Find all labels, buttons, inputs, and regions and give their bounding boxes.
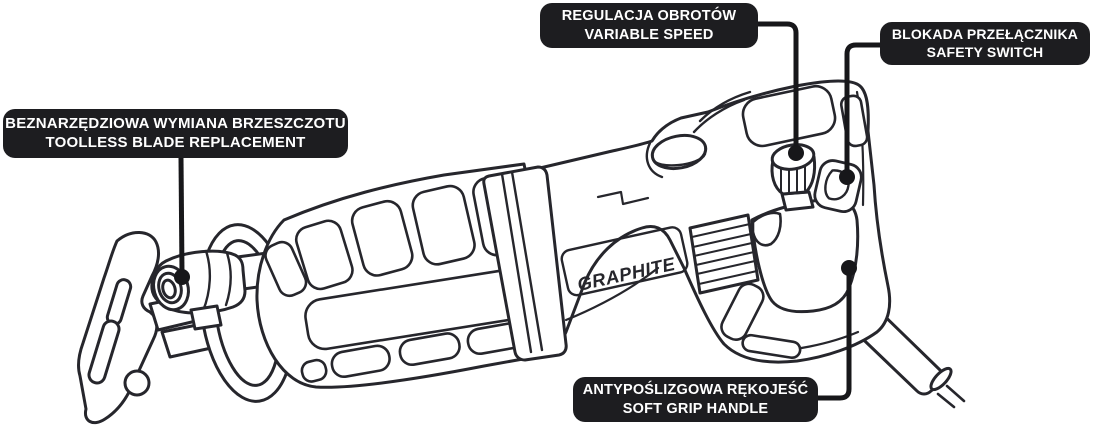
callout-text-en: SAFETY SWITCH — [926, 43, 1044, 60]
callout-line-blade — [178, 157, 185, 275]
callout-label-safety-switch: BLOKADA PRZEŁĄCZNIKA SAFETY SWITCH — [880, 22, 1090, 65]
gear-cap — [645, 133, 708, 179]
callout-text-en: VARIABLE SPEED — [584, 26, 714, 43]
callout-text-pl: BLOKADA PRZEŁĄCZNIKA — [891, 25, 1079, 42]
callout-dot-safety — [839, 169, 855, 185]
soft-grip-handle — [720, 84, 869, 360]
callout-dot-blade — [174, 269, 190, 285]
callout-line-speed — [758, 21, 799, 150]
callout-dot-grip — [841, 260, 857, 276]
callout-text-en: TOOLLESS BLADE REPLACEMENT — [45, 133, 306, 151]
callout-line-safety — [844, 42, 880, 174]
blade-shoe — [77, 231, 161, 425]
toolless-blade-clamp — [150, 249, 247, 331]
callout-text-pl: REGULACJA OBROTÓW — [561, 8, 737, 25]
trigger — [751, 211, 782, 247]
vent-slots — [688, 213, 760, 295]
callout-label-soft-grip: ANTYPOŚLIZGOWA RĘKOJEŚĆ SOFT GRIP HANDLE — [573, 377, 818, 422]
callout-dot-speed — [788, 145, 804, 161]
front-grip — [255, 162, 564, 389]
callout-label-blade-replacement: BEZNARZĘDZIOWA WYMIANA BRZESZCZOTU TOOLL… — [3, 109, 348, 158]
callout-line-grip — [818, 270, 852, 401]
callout-text-pl: BEZNARZĘDZIOWA WYMIANA BRZESZCZOTU — [5, 114, 346, 132]
callout-text-pl: ANTYPOŚLIZGOWA RĘKOJEŚĆ — [582, 382, 809, 399]
callout-text-en: SOFT GRIP HANDLE — [622, 400, 769, 417]
callout-label-variable-speed: REGULACJA OBROTÓW VARIABLE SPEED — [540, 3, 758, 48]
